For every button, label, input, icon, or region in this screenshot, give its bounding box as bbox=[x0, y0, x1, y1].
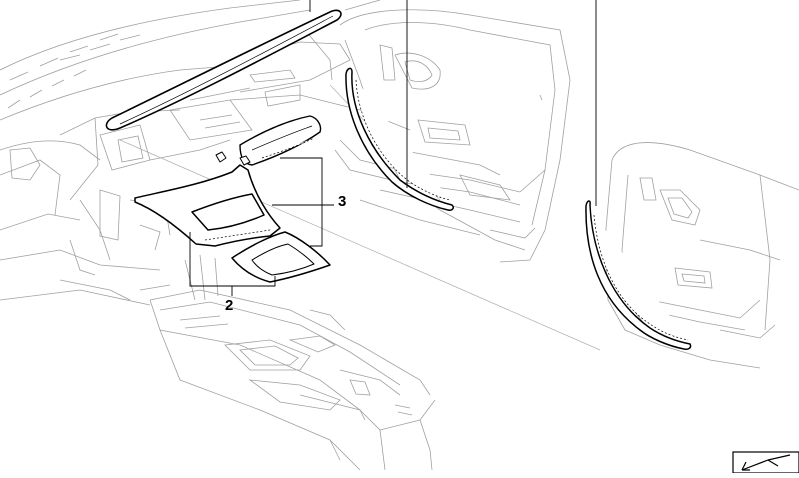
dashboard-outline bbox=[0, 0, 411, 306]
rear-door-trim-strip bbox=[585, 200, 692, 350]
front-door-panel-outline bbox=[334, 0, 571, 263]
center-console-outline bbox=[139, 254, 436, 471]
leader-lines bbox=[189, 0, 597, 296]
dashboard-trim-strip bbox=[105, 9, 342, 131]
front-door-trim-strip bbox=[345, 67, 454, 211]
rear-door-panel-outline bbox=[604, 142, 799, 369]
callout-label-3: 3 bbox=[338, 193, 347, 210]
callout-label-2: 2 bbox=[225, 297, 234, 314]
folded-arrow-icon bbox=[732, 451, 799, 474]
center-console-trim-upper bbox=[134, 151, 281, 247]
leader-bracket-2 bbox=[189, 232, 276, 287]
leader-bracket-3 bbox=[280, 157, 323, 247]
center-console-trim-lower bbox=[231, 231, 331, 283]
